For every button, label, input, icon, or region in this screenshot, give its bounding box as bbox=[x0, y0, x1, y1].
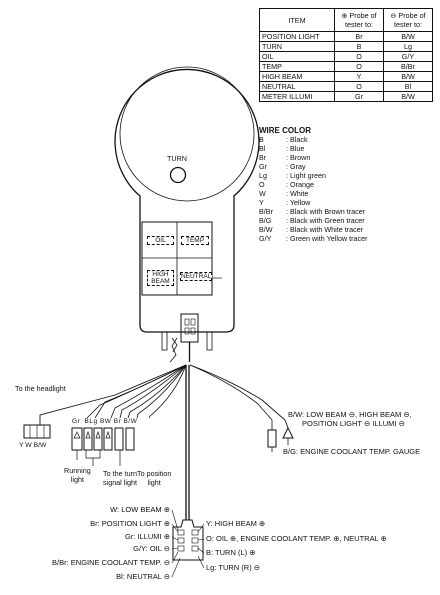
table-cell-plus: O bbox=[334, 51, 384, 62]
connector-pin-label: Gr: ILLUMI ⊕ bbox=[124, 532, 170, 541]
wire-color-entry: B/Br: Black with Brown tracer bbox=[259, 207, 366, 216]
headlight-wires-label: Y W B/W bbox=[19, 442, 47, 449]
table-header-item: ITEM bbox=[259, 8, 335, 32]
wire-color-entry: Y: Yellow bbox=[259, 198, 311, 207]
running-light-label: Running light bbox=[64, 466, 91, 484]
wire-color-entry: Bl: Blue bbox=[259, 144, 305, 153]
table-cell-minus: B/W bbox=[383, 91, 433, 102]
wire-color-entry: B/W: Black with White tracer bbox=[259, 225, 364, 234]
table-cell-plus: O bbox=[334, 81, 384, 92]
wire-color-entry: G/Y: Green with Yellow tracer bbox=[259, 234, 368, 243]
wire-color-title: WIRE COLOR bbox=[259, 126, 311, 135]
middle-wire-colors: Gr BLg BW Br B/W bbox=[72, 418, 138, 425]
bg-gauge-label: B/G: ENGINE COOLANT TEMP. GAUGE bbox=[283, 447, 421, 456]
high-beam-indicator: HIGH BEAM bbox=[147, 270, 174, 286]
tester-probe-table: ITEM ⊕ Probe of tester to: ⊖ Probe of te… bbox=[259, 8, 433, 102]
table-cell-minus: B/Br bbox=[383, 61, 433, 72]
position-light-label: To position light bbox=[137, 469, 172, 487]
wire-color-legend: WIRE COLOR B: Black Bl: Blue Br: Brown G… bbox=[259, 126, 368, 243]
connector-pin-label: Bl: NEUTRAL ⊖ bbox=[116, 572, 170, 581]
table-cell-plus: B bbox=[334, 41, 384, 52]
connector-pin-label: W: LOW BEAM ⊕ bbox=[110, 505, 170, 514]
table-cell-plus: Gr bbox=[334, 91, 384, 102]
turn-indicator-lamp bbox=[169, 166, 187, 184]
turn-label: TURN bbox=[167, 154, 187, 163]
table-cell-minus: Bl bbox=[383, 81, 433, 92]
table-cell-plus: Br bbox=[334, 31, 384, 42]
connector-pin-label: Y: HIGH BEAM ⊕ bbox=[206, 519, 266, 528]
headlight-label: To the headlight bbox=[15, 384, 66, 393]
table-cell-item: TURN bbox=[259, 41, 335, 52]
table-header-minus-probe: ⊖ Probe of tester to: bbox=[383, 8, 433, 32]
bw-ground-label: B/W: LOW BEAM ⊖, HIGH BEAM ⊖, POSITION L… bbox=[288, 410, 412, 428]
table-cell-item: POSITION LIGHT bbox=[259, 31, 335, 42]
wire-color-entry: O: Orange bbox=[259, 180, 314, 189]
connector-pin-label: Lg: TURN (R) ⊖ bbox=[206, 563, 261, 572]
temp-indicator: TEMP bbox=[181, 236, 209, 245]
connector-pin-label: O: OIL ⊕, ENGINE COOLANT TEMP. ⊕, NEUTRA… bbox=[206, 534, 387, 543]
wire-color-entry: B/G: Black with Green tracer bbox=[259, 216, 365, 225]
connector-pin-label: B: TURN (L) ⊕ bbox=[206, 548, 256, 557]
wire-color-entry: B: Black bbox=[259, 135, 308, 144]
meter-housing bbox=[114, 68, 260, 333]
neutral-indicator: NEUTRAL bbox=[180, 272, 212, 281]
table-cell-item: HIGH BEAM bbox=[259, 71, 335, 82]
wire-color-entry: Gr: Gray bbox=[259, 162, 306, 171]
connector-pin-label: G/Y: OIL ⊖ bbox=[133, 544, 170, 553]
table-cell-item: METER ILLUMI bbox=[259, 91, 335, 102]
table-header-plus-probe: ⊕ Probe of tester to: bbox=[334, 8, 384, 32]
table-cell-item: NEUTRAL bbox=[259, 81, 335, 92]
table-cell-minus: B/W bbox=[383, 31, 433, 42]
table-cell-minus: Lg bbox=[383, 41, 433, 52]
meter-dial bbox=[119, 66, 255, 202]
oil-indicator: OIL bbox=[147, 236, 174, 245]
table-cell-item: TEMP bbox=[259, 61, 335, 72]
table-cell-plus: O bbox=[334, 61, 384, 72]
turn-signal-label: To the turn signal light bbox=[103, 469, 137, 487]
connector-pin-label: B/Br: ENGINE COOLANT TEMP. ⊖ bbox=[52, 558, 170, 567]
table-cell-plus: Y bbox=[334, 71, 384, 82]
table-cell-item: OIL bbox=[259, 51, 335, 62]
connector-pin-label: Br: POSITION LIGHT ⊕ bbox=[90, 519, 170, 528]
wire-color-entry: W: White bbox=[259, 189, 309, 198]
wire-color-entry: Lg: Light green bbox=[259, 171, 326, 180]
wire-color-entry: Br: Brown bbox=[259, 153, 311, 162]
table-cell-minus: G/Y bbox=[383, 51, 433, 62]
table-cell-minus: B/W bbox=[383, 71, 433, 82]
